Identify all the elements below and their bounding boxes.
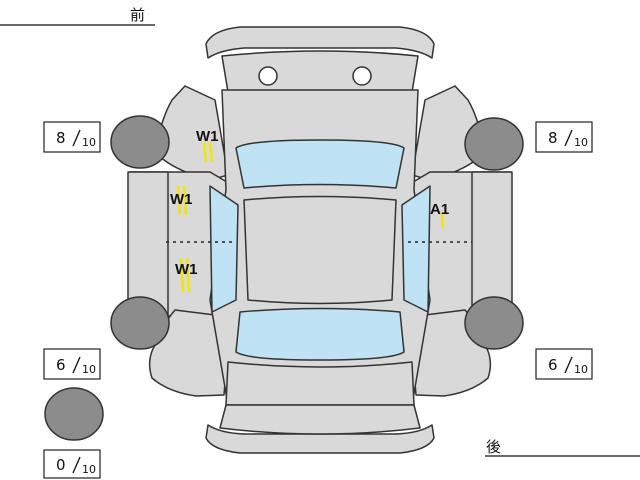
trunk-panel [225, 361, 415, 406]
right-rocker-panel [471, 171, 513, 317]
rear-bumper [205, 424, 435, 454]
damage-mark-right-front-door: A1 [430, 201, 449, 229]
spare-tire [44, 387, 104, 441]
rear-right-tread-max: 10 [574, 363, 588, 376]
front-left-tread-slash [72, 129, 81, 147]
spare-tread-box: 0 10 [43, 449, 101, 479]
rear-left-tread-box: 6 10 [43, 348, 101, 380]
rear-right-tread-box: 6 10 [535, 348, 593, 380]
hood-panel [221, 50, 419, 93]
rear-right-tread-value: 6 [548, 356, 558, 374]
spare-tread-value: 0 [56, 456, 66, 474]
damage-code: W1 [175, 261, 198, 278]
rear-panel [219, 404, 421, 435]
damage-mark-left-front-fender: W1 [196, 128, 219, 163]
front-right-tread-value: 8 [548, 129, 558, 147]
front-left-tread-max: 10 [82, 136, 96, 149]
right-side-window [401, 185, 431, 313]
front-left-headlight [258, 66, 278, 86]
front-right-tread-box: 8 10 [535, 121, 593, 153]
front-right-tire [464, 117, 524, 171]
front-left-tire [110, 115, 170, 169]
damage-mark-left-front-door: W1 [170, 185, 193, 216]
rear-left-tread-max: 10 [82, 363, 96, 376]
front-left-tread-box: 8 10 [43, 121, 101, 153]
rear-left-tire [110, 296, 170, 350]
rear-left-tread-value: 6 [56, 356, 66, 374]
left-rocker-panel [127, 171, 169, 317]
front-right-tread-slash [564, 129, 573, 147]
roof-panel [243, 195, 397, 305]
damage-code: W1 [196, 128, 219, 145]
rear-left-tread-slash [72, 356, 81, 374]
damage-mark-left-rear-door: W1 [175, 257, 198, 293]
front-right-headlight [352, 66, 372, 86]
left-side-window [209, 185, 239, 313]
spare-tread-max: 10 [82, 463, 96, 476]
damage-code: W1 [170, 191, 193, 208]
front-right-tread-max: 10 [574, 136, 588, 149]
windshield [235, 139, 405, 189]
front-bumper [205, 26, 435, 59]
rear-label: 後 [486, 438, 501, 456]
car-body [127, 26, 513, 454]
rear-right-tread-slash [564, 356, 573, 374]
rear-window [235, 307, 405, 361]
rear-right-tire [464, 296, 524, 350]
spare-tread-slash [72, 456, 81, 474]
front-label: 前 [130, 6, 145, 24]
damage-code: A1 [430, 201, 449, 218]
front-left-tread-value: 8 [56, 129, 66, 147]
